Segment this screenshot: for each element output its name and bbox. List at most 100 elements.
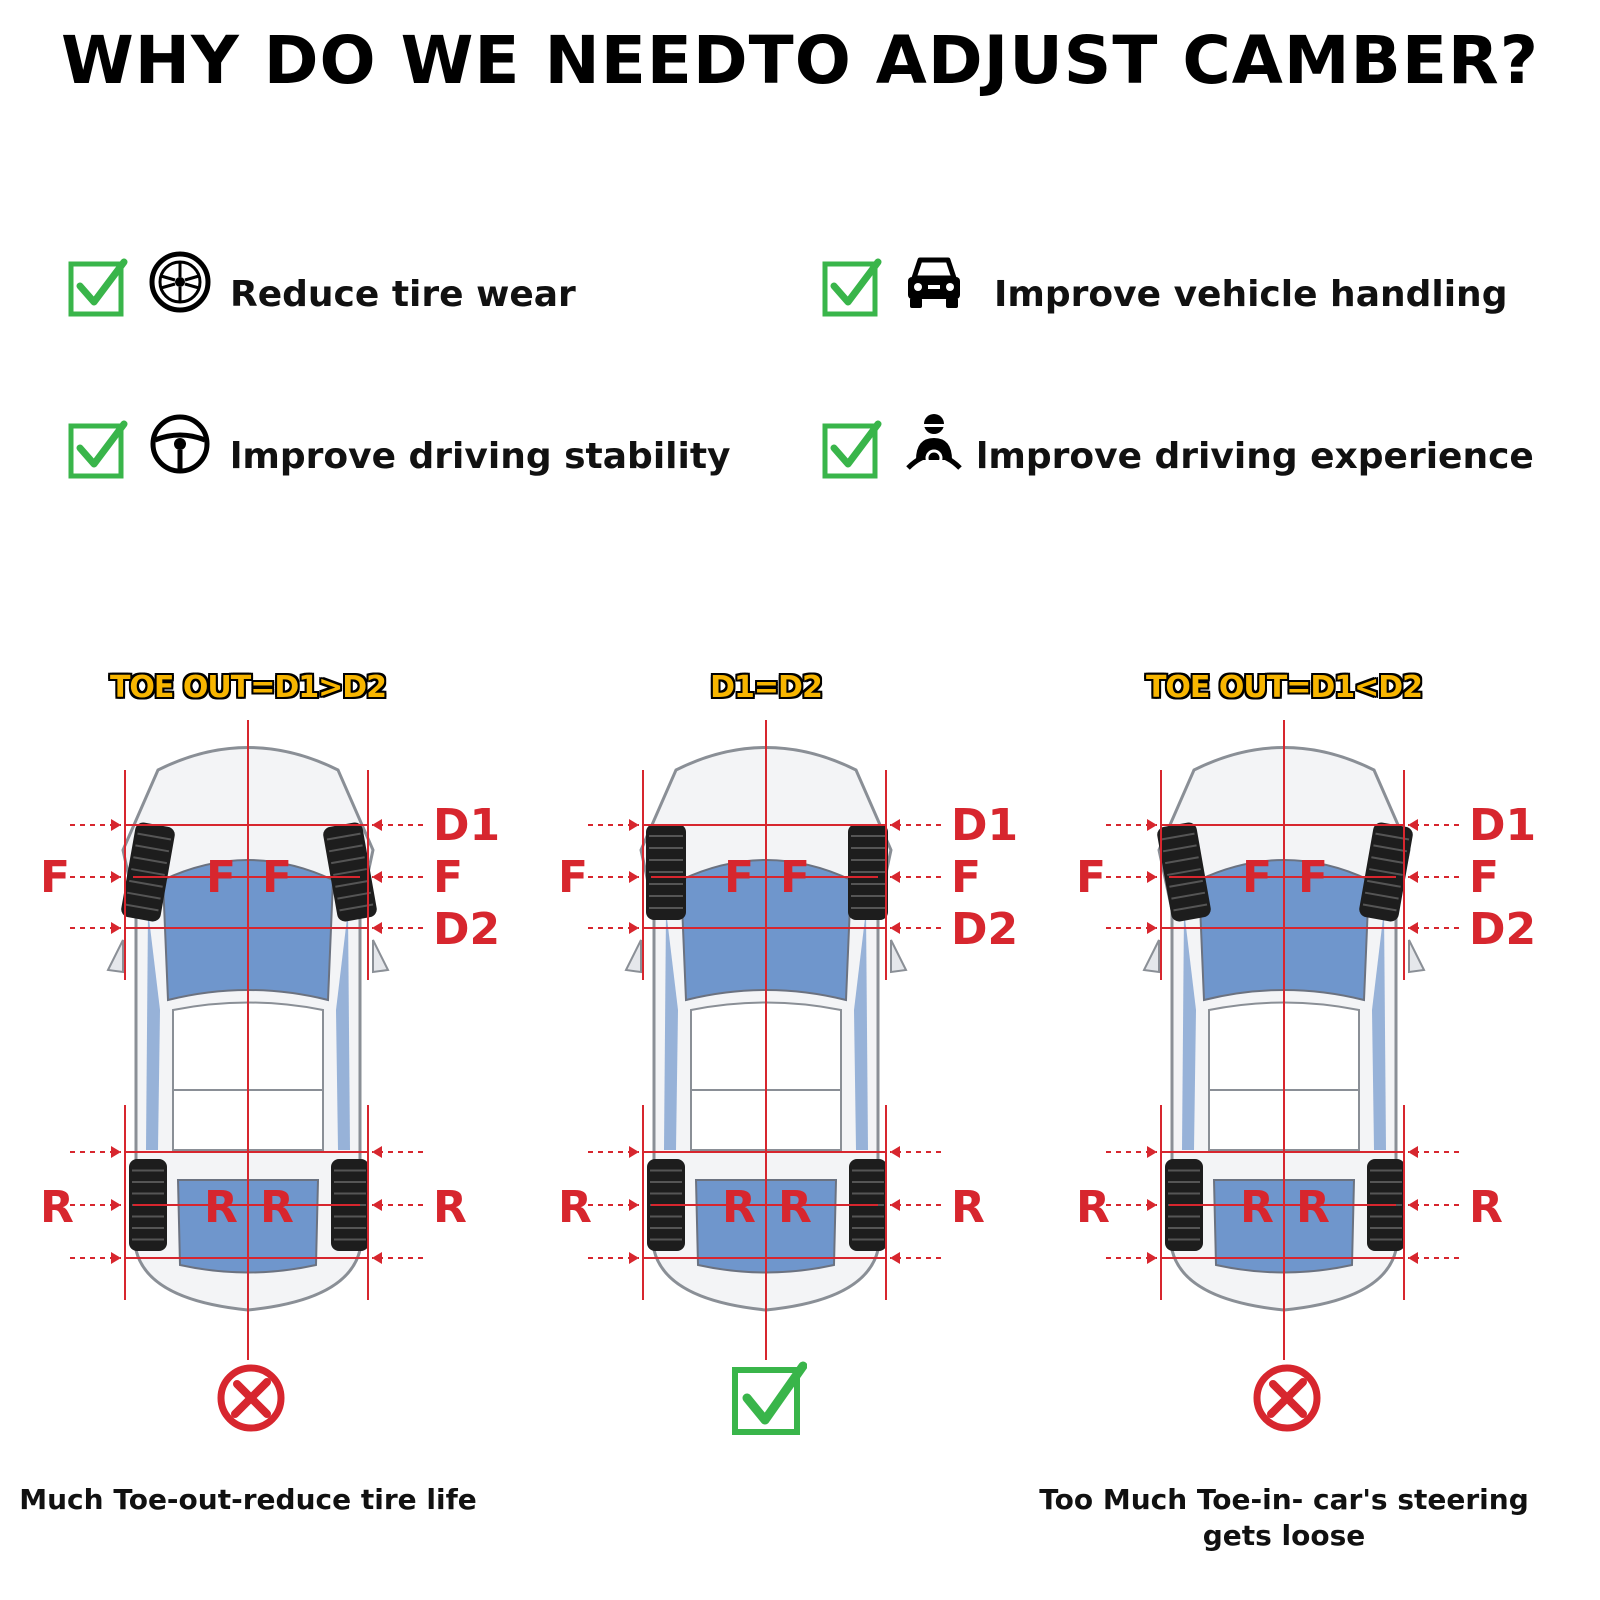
label-front-inner-left: F (724, 852, 754, 903)
tire-tread (1371, 856, 1405, 865)
benefit-improve-stability: lmprove driving stability (68, 414, 768, 500)
arrowhead (1147, 1146, 1157, 1158)
tire-tread (1373, 844, 1408, 853)
cross-circle-icon (1253, 1364, 1321, 1432)
label-rear-outer-left: R (558, 1182, 592, 1233)
tire-tread (133, 856, 167, 865)
panel-caption: Much Toe-out-reduce tire life (19, 1483, 477, 1516)
checkbox-checked-icon (822, 420, 882, 479)
arrowhead (1408, 1146, 1418, 1158)
arrowhead (890, 819, 900, 831)
arrowhead (111, 1146, 121, 1158)
arrowhead (890, 922, 900, 934)
arrowhead (1147, 922, 1157, 934)
tire-tread (331, 856, 365, 865)
tire-tread (328, 844, 363, 853)
benefit-reduce-tire-wear: Reduce tire wear (68, 251, 768, 338)
arrowhead (629, 1199, 639, 1211)
panel-condition-label: TOE OUT=D1<D2 (1145, 670, 1423, 705)
tire-tread (1173, 903, 1208, 912)
label-front-inner-left: F (206, 852, 236, 903)
side-window-left (1182, 910, 1196, 1150)
label-d1: D1 (951, 800, 1018, 851)
arrowhead (1408, 1252, 1418, 1264)
arrowhead (1408, 922, 1418, 934)
tire-icon (149, 251, 211, 313)
tire-tread (1162, 844, 1197, 853)
panel-caption: Too Much Toe-in- car's steering gets loo… (1039, 1483, 1529, 1552)
tire (1359, 822, 1413, 922)
tire (121, 822, 175, 922)
side-window-left (146, 910, 160, 1150)
tire-tread (1367, 879, 1401, 888)
side-window-left (664, 910, 678, 1150)
tire-tread (1362, 903, 1397, 912)
tire (646, 824, 686, 920)
arrowhead (629, 819, 639, 831)
panel-condition-label: D1=D2 (710, 670, 823, 705)
label-rear-outer-right: R (951, 1182, 985, 1233)
tire-tread (1171, 891, 1206, 900)
label-front-inner-right: F (780, 852, 810, 903)
arrowhead (1147, 1199, 1157, 1211)
arrowhead (890, 1252, 900, 1264)
benefit-label: Improve vehicle handling (994, 274, 1508, 315)
tire-tread (1169, 879, 1203, 888)
tire-tread (1167, 868, 1201, 876)
label-front-outer-left: F (558, 852, 588, 903)
label-rear-inner-right: R (260, 1182, 294, 1233)
arrowhead (1408, 1199, 1418, 1211)
label-front-inner-right: F (1298, 852, 1328, 903)
arrowhead (111, 1199, 121, 1211)
tire-tread (1364, 891, 1399, 900)
label-d1: D1 (433, 800, 500, 851)
tire-tread (1369, 868, 1403, 876)
arrowhead (890, 1199, 900, 1211)
tire-tread (129, 879, 163, 888)
driver-icon (906, 414, 962, 470)
side-mirrors (1142, 939, 1426, 974)
arrowhead (372, 922, 382, 934)
arrowhead (372, 1199, 382, 1211)
label-rear-outer-right: R (1469, 1182, 1503, 1233)
label-front-outer-right: F (1469, 852, 1499, 903)
arrowhead (111, 871, 121, 883)
arrowhead (1147, 871, 1157, 883)
arrowhead (1147, 819, 1157, 831)
tire-tread (131, 868, 165, 876)
arrowhead (111, 1252, 121, 1264)
label-rear-outer-left: R (1076, 1182, 1110, 1233)
side-window-right (854, 910, 868, 1150)
arrowhead (629, 1252, 639, 1264)
label-front-outer-left: F (40, 852, 70, 903)
label-rear-inner-left: R (722, 1182, 756, 1233)
label-front-outer-left: F (1076, 852, 1106, 903)
label-front-outer-right: F (433, 852, 463, 903)
label-rear-outer-left: R (40, 1182, 74, 1233)
page-title: WHY DO WE NEEDTO ADJUST CAMBER? (60, 22, 1540, 99)
side-mirrors (106, 939, 390, 974)
arrowhead (1147, 1252, 1157, 1264)
panel-condition-label: TOE OUT=D1>D2 (109, 670, 387, 705)
tire-tread (124, 903, 159, 912)
arrowhead (372, 871, 382, 883)
arrowhead (372, 1146, 382, 1158)
label-rear-inner-left: R (204, 1182, 238, 1233)
tire-tread (335, 879, 369, 888)
label-d2: D2 (1469, 904, 1536, 955)
benefit-label: Reduce tire wear (230, 274, 576, 315)
tire-tread (126, 891, 161, 900)
cross-circle-icon (217, 1364, 285, 1432)
tire-tread (1165, 856, 1199, 865)
benefit-label: lmprove driving experience (976, 436, 1534, 477)
checkbox-checked-icon (68, 420, 128, 479)
label-d2: D2 (951, 904, 1018, 955)
side-window-right (1372, 910, 1386, 1150)
benefit-improve-handling: Improve vehicle handling (822, 257, 1542, 338)
tire-tread (337, 891, 372, 900)
benefit-improve-experience: lmprove driving experience (822, 414, 1562, 500)
